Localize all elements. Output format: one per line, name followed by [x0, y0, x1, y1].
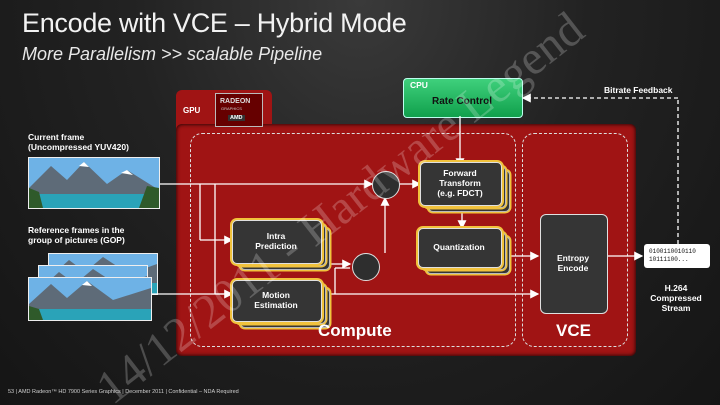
current-frame-label: Current frame (Uncompressed YUV420): [28, 132, 129, 153]
reference-frames-label: Reference frames in the group of picture…: [28, 225, 125, 246]
vce-region: [522, 133, 628, 347]
output-stream-box: [644, 244, 710, 268]
intra-prediction-block: [232, 220, 322, 264]
output-bits-line1: 0100110010110: [649, 248, 696, 255]
motion-estimation-block: [232, 280, 322, 322]
quantization-block: [418, 228, 502, 268]
gpu-label: GPU: [183, 106, 201, 115]
radeon-logo-line2: GRAPHICS: [221, 106, 242, 111]
entropy-encode-line2: Encode: [557, 263, 589, 273]
output-label-line1: H.264: [664, 283, 688, 293]
output-label-line2: Compressed: [650, 292, 702, 303]
motion-estimation-label: Motion Estimation: [232, 280, 320, 320]
current-frame-image: [28, 157, 160, 209]
intra-prediction-label: Intra Prediction: [232, 220, 320, 262]
current-frame-line2: (Uncompressed YUV420): [28, 141, 129, 152]
sum-node-top: [372, 171, 400, 199]
sum-node-bottom: [352, 253, 380, 281]
slide-footer: 53 | AMD Radeon™ HD 7900 Series Graphics…: [8, 389, 239, 395]
bitrate-feedback-label: Bitrate Feedback: [604, 85, 673, 95]
slide-subtitle: More Parallelism >> scalable Pipeline: [22, 44, 323, 64]
quantization-label: Quantization: [433, 241, 485, 252]
entropy-encode-line1: Entropy: [556, 252, 590, 263]
forward-transform-line3: (e.g. FDCT): [437, 188, 483, 199]
reference-frame-image-1: [28, 277, 152, 321]
radeon-logo-line3: AMD: [228, 115, 245, 121]
forward-transform-block: [420, 162, 502, 206]
radeon-logo: RADEON GRAPHICS AMD: [215, 93, 263, 127]
forward-transform-label: Forward Transform (e.g. FDCT): [420, 162, 500, 204]
entropy-encode-block: [540, 214, 608, 314]
output-stream-label: H.264 Compressed Stream: [638, 283, 714, 313]
radeon-logo-line1: RADEON: [220, 98, 251, 105]
intra-prediction-line1: Intra: [266, 230, 286, 241]
output-label-line3: Stream: [661, 302, 691, 313]
slide-title: Encode with VCE – Hybrid Mode: [22, 8, 407, 38]
forward-transform-line1: Forward: [443, 167, 477, 178]
motion-estimation-line1: Motion: [262, 289, 290, 300]
motion-estimation-line2: Estimation: [254, 300, 298, 310]
forward-transform-line2: Transform: [439, 177, 481, 188]
entropy-encode-label: Entropy Encode: [540, 214, 606, 312]
current-frame-line1: Current frame: [28, 132, 85, 142]
compute-region: [190, 133, 516, 347]
compute-section-label: Compute: [318, 321, 392, 340]
vce-section-label: VCE: [556, 321, 591, 340]
output-stream-bits: 0100110010110 10111100...: [649, 248, 696, 264]
output-bits-line2: 10111100...: [649, 255, 689, 263]
reference-frames-line1: Reference frames in the: [28, 225, 125, 235]
rate-control-label: Rate Control: [432, 96, 492, 107]
cpu-label: CPU: [410, 80, 428, 90]
intra-prediction-line2: Prediction: [255, 241, 297, 251]
reference-frames-line2: group of pictures (GOP): [28, 234, 125, 245]
